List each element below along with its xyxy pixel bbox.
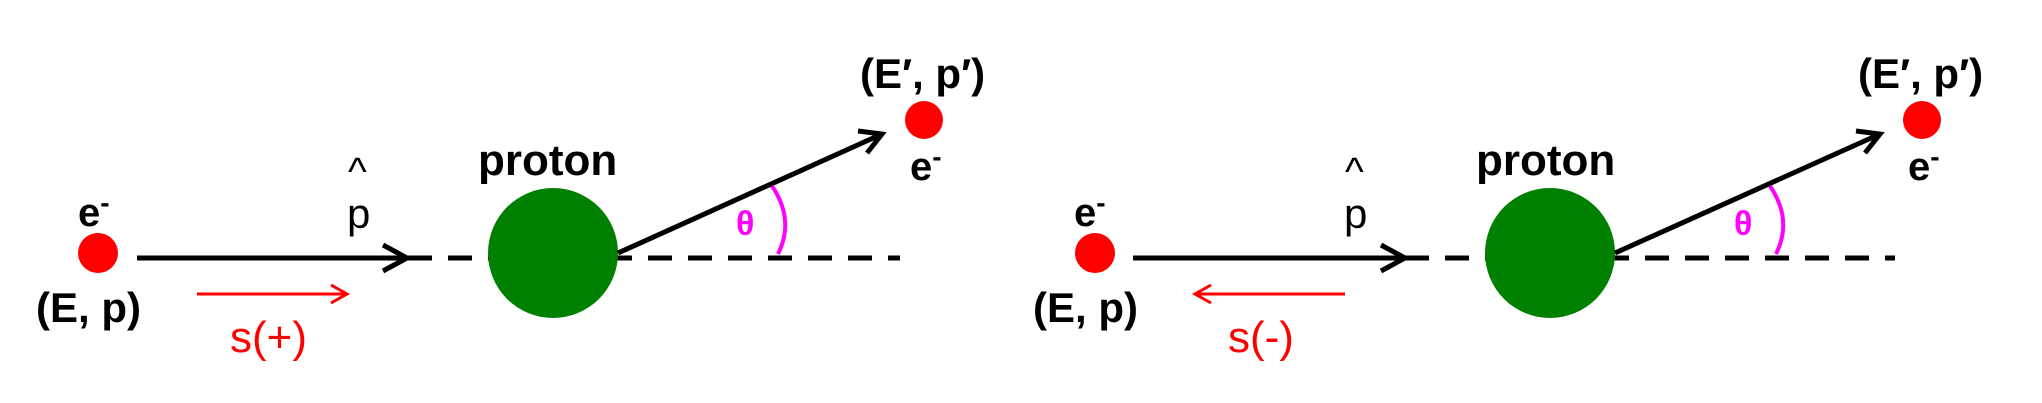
proton — [1485, 188, 1615, 318]
scattering-angle-arc — [1768, 184, 1786, 255]
scattered-momentum-arrowhead — [1855, 128, 1885, 155]
scattered-electron — [1903, 101, 1941, 139]
scattering-angle-label: θ — [1734, 205, 1752, 243]
spin-label: s(+) — [230, 313, 307, 362]
scattering-angle-label: θ — [736, 205, 754, 243]
incoming-kinematics: (E, p) — [36, 284, 141, 331]
spin-arrowhead — [1191, 283, 1212, 305]
scattering-angle-arc — [770, 184, 788, 255]
proton-label: proton — [1476, 136, 1615, 185]
proton — [488, 188, 618, 318]
incoming-momentum-arrowhead — [381, 242, 413, 274]
scattered-momentum-arrow — [1613, 131, 1882, 256]
scattered-electron-label: e- — [1908, 141, 1940, 189]
momentum-hat: ^ — [1345, 150, 1364, 194]
panel-spin-plus: e- (E, p) ^ p s(+) proton θ (E′, p′) e- — [36, 50, 985, 362]
spin-label: s(-) — [1228, 313, 1294, 362]
incoming-electron-label: e- — [1074, 187, 1106, 235]
incoming-kinematics: (E, p) — [1033, 284, 1138, 331]
scattered-electron — [905, 101, 943, 139]
momentum-direction-label: p — [347, 190, 370, 237]
incoming-electron — [1075, 233, 1115, 273]
scattered-electron-label: e- — [910, 141, 942, 189]
incoming-electron-label: e- — [78, 187, 110, 235]
momentum-hat: ^ — [348, 150, 367, 194]
scattered-kinematics: (E′, p′) — [860, 50, 985, 97]
momentum-direction-label: p — [1344, 190, 1367, 237]
incoming-electron — [78, 233, 118, 273]
scattered-kinematics: (E′, p′) — [1858, 50, 1983, 97]
proton-label: proton — [478, 136, 617, 185]
scattered-momentum-arrowhead — [857, 128, 887, 155]
panel-spin-minus: e- (E, p) ^ p s(-) proton θ (E′, p′) e- — [1033, 50, 1983, 362]
spin-arrowhead — [330, 283, 351, 305]
scattered-momentum-arrow — [616, 131, 884, 256]
